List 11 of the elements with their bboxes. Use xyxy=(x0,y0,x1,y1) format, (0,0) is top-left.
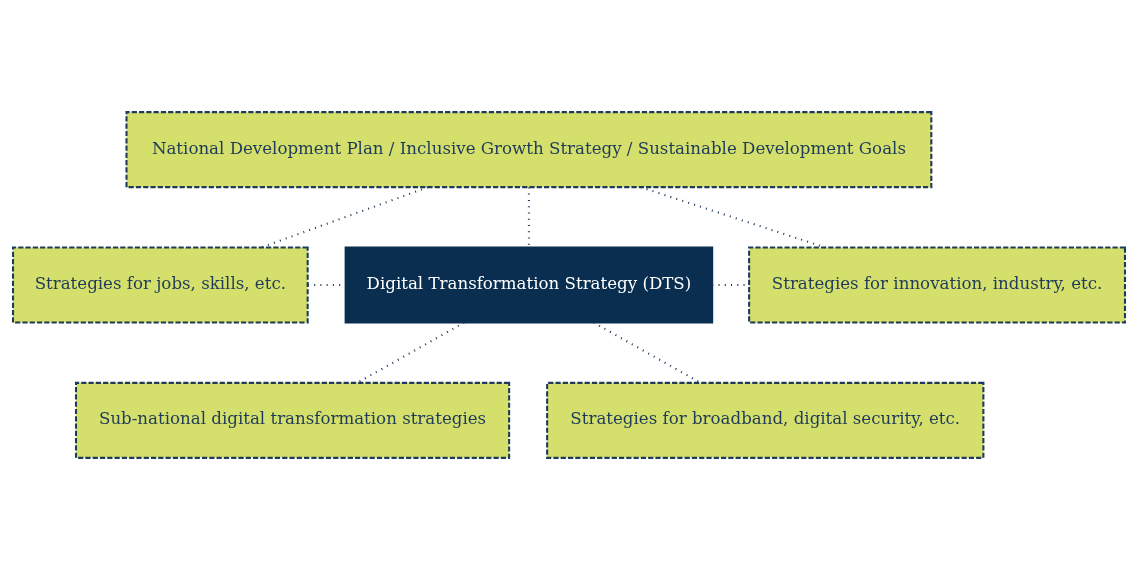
node-box: Digital Transformation Strategy (DTS) xyxy=(344,246,714,324)
node-box: National Development Plan / Inclusive Growth Strategy / Sustainable Development Goals xyxy=(125,111,933,189)
connector xyxy=(527,187,530,248)
connector xyxy=(593,321,702,384)
node-box: Strategies for jobs, skills, etc. xyxy=(11,246,309,324)
connector xyxy=(640,186,826,249)
node-box: Strategies for innovation, industry, etc. xyxy=(748,246,1127,324)
node-box: Strategies for broadband, digital security, etc. xyxy=(546,381,985,459)
connector xyxy=(260,186,429,249)
connector xyxy=(356,321,465,384)
node-box: Sub-national digital transformation strategies xyxy=(74,381,511,459)
